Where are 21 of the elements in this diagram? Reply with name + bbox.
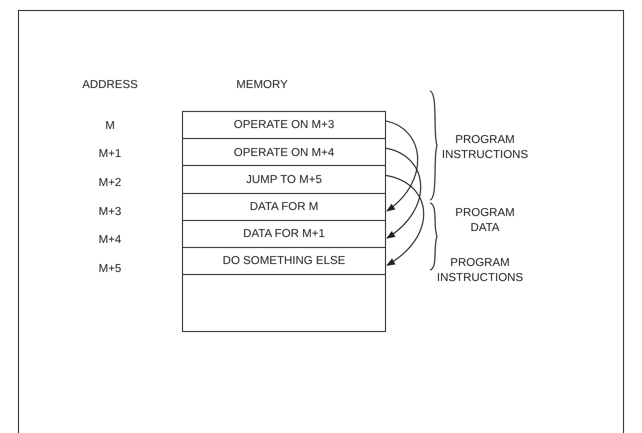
arrow: [386, 148, 422, 239]
region-label: PROGRAM INSTRUCTIONS: [440, 133, 530, 163]
memory-cell: DATA FOR M+1: [182, 220, 386, 248]
address-label: M+2: [98, 176, 122, 191]
column-heading: MEMORY: [235, 78, 289, 93]
address-label: M+5: [98, 262, 122, 277]
column-heading: ADDRESS: [81, 78, 139, 93]
memory-cell: OPERATE ON M+3: [182, 111, 386, 140]
empty-memory-cell: [182, 274, 386, 332]
address-label: M+3: [98, 205, 122, 220]
arrow: [386, 174, 424, 266]
memory-cell: DO SOMETHING ELSE: [182, 247, 386, 276]
arrow: [386, 120, 418, 212]
region-label: PROGRAM DATA: [454, 206, 516, 236]
address-label: M+4: [98, 233, 122, 248]
memory-cell: DATA FOR M: [182, 192, 386, 222]
address-label: M: [104, 119, 116, 134]
address-label: M+1: [98, 147, 122, 162]
region-label: PROGRAM INSTRUCTIONS: [436, 256, 524, 286]
memory-cell: OPERATE ON M+4: [182, 138, 386, 167]
memory-cell: JUMP TO M+5: [182, 165, 386, 194]
